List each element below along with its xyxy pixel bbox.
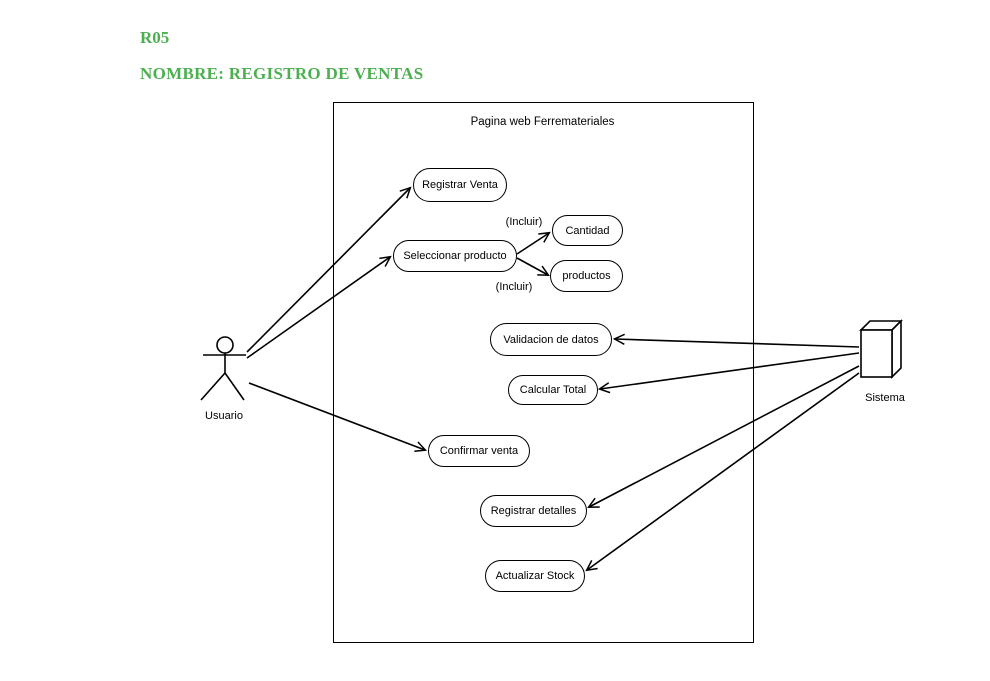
- usecase-validacion-de-datos: Validacion de datos: [490, 323, 612, 356]
- connector-sistema-actualizar-stock: [585, 372, 860, 572]
- usecase-confirmar-venta: Confirmar venta: [428, 435, 530, 467]
- usecase-productos: productos: [550, 260, 623, 292]
- usecase-actualizar-stock: Actualizar Stock: [485, 560, 585, 592]
- include-label-bottom: (Incluir): [495, 281, 533, 293]
- usecase-registrar-detalles: Registrar detalles: [480, 495, 587, 527]
- usecase-calcular-total: Calcular Total: [508, 375, 598, 405]
- requirement-title: NOMBRE: REGISTRO DE VENTAS: [140, 64, 424, 83]
- usecase-cantidad: Cantidad: [552, 215, 623, 246]
- actor-sistema-label: Sistema: [865, 392, 905, 404]
- usecase-registrar-venta: Registrar Venta: [413, 168, 507, 202]
- connector-usuario-seleccionar-producto: [246, 255, 392, 359]
- actor-sistema-figure: [859, 319, 903, 379]
- usecase-seleccionar-producto: Seleccionar producto: [393, 240, 517, 272]
- stick-figure-right-leg: [224, 372, 245, 401]
- connector-sistema-calcular-total: [597, 352, 860, 394]
- connector-usuario-registrar-venta: [246, 186, 412, 353]
- requirement-code: R05: [140, 28, 170, 47]
- system-box-right-face: [891, 319, 902, 379]
- sistema-association-lines: [585, 333, 860, 572]
- connector-incluir-productos: [516, 257, 550, 277]
- stick-figure-head: [216, 336, 234, 354]
- usuario-association-lines: [246, 186, 428, 453]
- include-label-top: (Incluir): [505, 216, 543, 228]
- stick-figure-left-leg: [200, 372, 226, 401]
- system-boundary-title: Pagina web Ferremateriales: [470, 116, 615, 128]
- connector-sistema-validacion: [612, 333, 860, 348]
- connector-usuario-confirmar-venta: [248, 382, 428, 453]
- system-boundary-box: [333, 102, 754, 643]
- include-relation-lines: [516, 231, 551, 277]
- actor-usuario-label: Usuario: [205, 410, 243, 422]
- connector-sistema-registrar-detalles: [587, 365, 860, 509]
- system-box-front-face: [860, 329, 893, 378]
- connector-incluir-cantidad: [516, 231, 551, 255]
- actor-usuario-figure: [200, 336, 246, 401]
